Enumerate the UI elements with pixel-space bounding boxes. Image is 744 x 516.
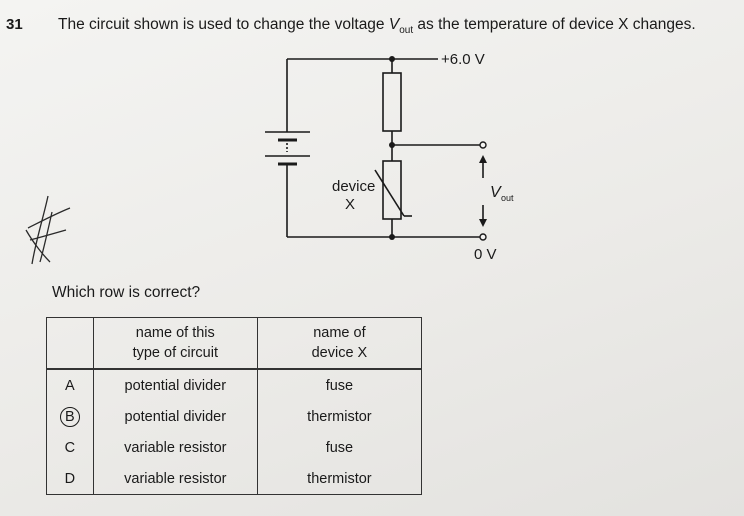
table-header-row: name of this type of circuit name of devic…: [46, 317, 423, 370]
header-circuit-line1: name of this: [135, 325, 215, 341]
row-device: fuse: [256, 369, 423, 401]
ground-voltage-label: 0 V: [474, 246, 497, 263]
header-device-line2: device X: [311, 345, 368, 361]
table-row[interactable]: C variable resistor fuse: [46, 432, 423, 463]
header-circuit-line2: type of circuit: [132, 345, 218, 361]
row-circuit: potential divider: [92, 401, 258, 432]
row-device: thermistor: [256, 401, 423, 432]
header-circuit-type: name of this type of circuit: [92, 317, 258, 370]
question-prompt: Which row is correct?: [52, 284, 201, 301]
row-letter: D: [46, 463, 94, 495]
row-letter-circled: B: [46, 401, 94, 432]
row-device: fuse: [256, 432, 423, 463]
circled-answer-mark: B: [59, 406, 80, 427]
header-device-x: name of device X: [256, 317, 423, 370]
row-letter: A: [46, 369, 94, 401]
question-text-after: as the temperature of device X changes.: [413, 16, 696, 33]
row-circuit: variable resistor: [92, 463, 258, 495]
device-x-label: X: [345, 196, 355, 213]
row-circuit: potential divider: [92, 369, 258, 401]
table-row[interactable]: D variable resistor thermistor: [46, 463, 423, 495]
row-device: thermistor: [256, 463, 423, 495]
vout-label: V: [490, 184, 502, 201]
row-letter: C: [46, 432, 94, 463]
device-label: device: [332, 178, 375, 195]
row-circuit: variable resistor: [92, 432, 258, 463]
supply-voltage-label: +6.0 V: [441, 51, 485, 68]
question-number: 31: [6, 16, 23, 33]
header-empty-cell: [46, 317, 94, 370]
vout-subscript: out: [399, 25, 414, 37]
question-text: The circuit shown is used to change the …: [58, 16, 696, 36]
vout-label-subscript: out: [501, 193, 514, 203]
handwritten-cross-mark: [25, 195, 71, 265]
answer-table: name of this type of circuit name of devic…: [46, 317, 423, 495]
vout-symbol: V: [388, 16, 400, 33]
table-row[interactable]: B potential divider thermistor: [46, 401, 423, 432]
table-row[interactable]: A potential divider fuse: [46, 369, 423, 401]
question-text-before: The circuit shown is used to change the …: [58, 16, 389, 33]
header-device-line1: name of: [313, 325, 366, 341]
